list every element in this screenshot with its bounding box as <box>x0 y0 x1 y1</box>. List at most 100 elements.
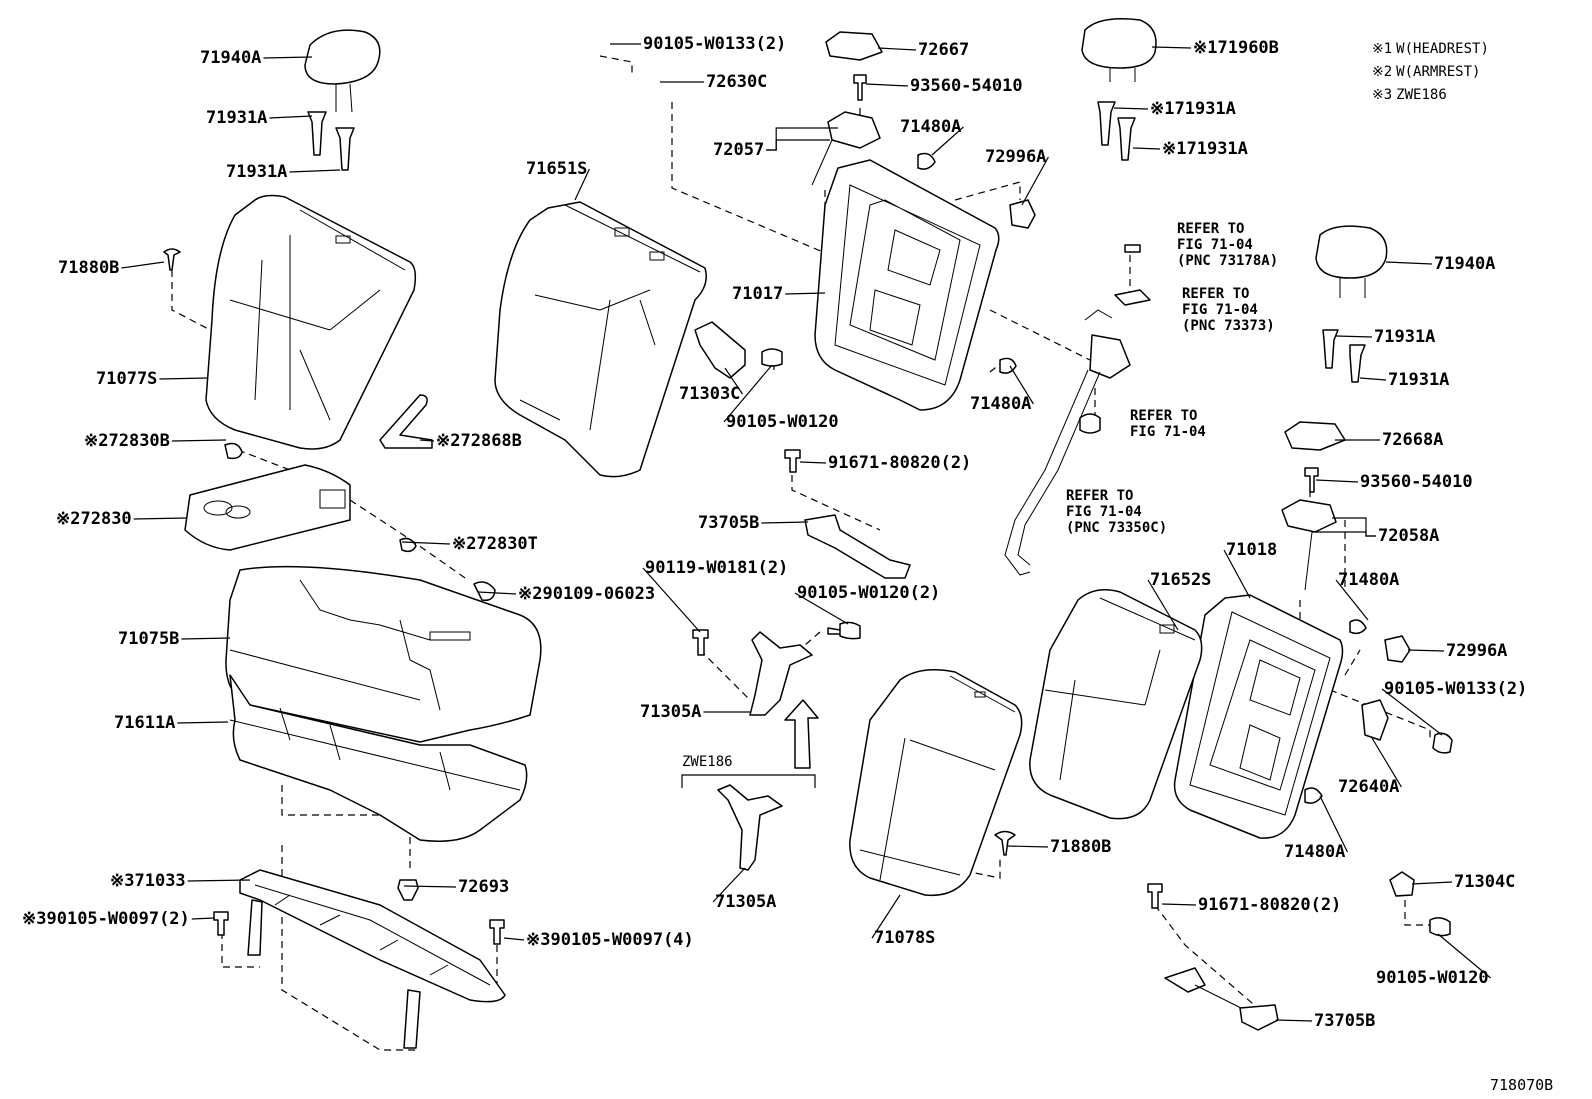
part-label: 71480A <box>1338 570 1399 590</box>
bracket-71305a-upper <box>749 631 813 716</box>
leader-line <box>877 47 917 51</box>
leader-line <box>1151 46 1192 49</box>
bolt-90105-w0120-center <box>827 621 861 640</box>
part-label: 72693 <box>458 877 509 897</box>
leader-line <box>477 591 517 595</box>
armrest-left <box>184 442 496 602</box>
reference-callout: REFER TO FIG 71-04 (PNC 73373) <box>1182 286 1275 334</box>
cover-72996a-upper <box>1009 199 1036 229</box>
hinge-73705b-right <box>1164 967 1279 1031</box>
leader-line <box>1385 261 1433 265</box>
leader-line <box>865 83 909 87</box>
leader-line <box>1335 335 1373 338</box>
leader-line <box>1113 107 1149 110</box>
leader-line <box>401 541 451 545</box>
part-label: 72058A <box>1378 526 1439 546</box>
headrest-guide-71931a-right-upper <box>1097 101 1136 161</box>
part-label: 71480A <box>900 117 961 137</box>
leader-line <box>1161 903 1197 906</box>
leader-line <box>761 521 809 524</box>
part-label: 90105-W0120 <box>1376 968 1489 988</box>
seat-cushion-pad-left <box>229 674 528 842</box>
leader-line <box>1147 579 1179 631</box>
part-label: 90105-W0133(2) <box>643 34 786 54</box>
part-label: 71931A <box>226 162 287 182</box>
part-label: 71303C <box>679 384 740 404</box>
leader-line <box>1132 147 1161 150</box>
part-label: 71651S <box>526 159 587 179</box>
clip-71480a-right-upper <box>1349 619 1367 635</box>
leader-line <box>1275 1019 1313 1022</box>
part-label: 72640A <box>1338 777 1399 797</box>
part-label: 71480A <box>1284 842 1345 862</box>
leader-line <box>799 461 827 464</box>
leader-line <box>503 937 525 941</box>
part-label: 72996A <box>1446 641 1507 661</box>
part-label: 71931A <box>1388 370 1449 390</box>
clip-72693 <box>397 879 419 901</box>
leader-line <box>1332 517 1376 537</box>
leader-line <box>419 439 435 442</box>
leader-line <box>931 126 964 156</box>
leader-line <box>723 364 773 423</box>
part-label: 71017 <box>732 284 783 304</box>
leader-line <box>171 439 227 442</box>
seatback-frame-71018 <box>1173 594 1344 839</box>
part-label: 71077S <box>96 369 157 389</box>
part-label: ※272830T <box>452 534 538 554</box>
leader-line <box>1411 881 1453 885</box>
part-label: 71611A <box>114 713 175 733</box>
headrest-guide-left <box>307 111 355 171</box>
part-labels: 71940A 71931A 71931A 71880B 71077S ※2728… <box>22 34 1527 1031</box>
leader-line <box>159 377 209 380</box>
leader-line <box>269 115 313 119</box>
part-label: ※290109-06023 <box>518 584 655 604</box>
bolt-90105-w0120-right <box>1429 917 1451 937</box>
leader-line <box>794 592 849 625</box>
seatback-pad-right <box>1029 589 1203 820</box>
part-label: 93560-54010 <box>910 76 1023 96</box>
leader-line <box>1223 549 1251 599</box>
bolt-91671-80820-center <box>784 449 801 473</box>
leader-line <box>1319 795 1348 853</box>
leader-lines <box>121 43 1491 1022</box>
part-label: ※371033 <box>110 871 186 891</box>
leader-line <box>1009 365 1034 405</box>
part-label: 91671-80820(2) <box>828 453 971 473</box>
leader-line <box>1007 845 1049 848</box>
part-label: 91671-80820(2) <box>1198 895 1341 915</box>
zwe186-bracket <box>681 774 816 871</box>
part-label: 71018 <box>1226 540 1277 560</box>
part-label: ※390105-W0097(4) <box>526 930 694 950</box>
part-label: 71880B <box>1050 837 1111 857</box>
part-label: 71078S <box>874 928 935 948</box>
leader-line <box>187 879 251 882</box>
part-label: ※272830 <box>56 509 132 529</box>
part-label: 71480A <box>970 394 1031 414</box>
leader-line <box>133 517 187 520</box>
part-label: 71304C <box>1454 872 1515 892</box>
leader-line <box>712 867 746 903</box>
headrest-71960b <box>1081 18 1157 82</box>
part-label: 90105-W0120 <box>726 412 839 432</box>
leader-line <box>1437 933 1491 979</box>
part-label: 71931A <box>206 108 267 128</box>
part-label: ※171931A <box>1150 99 1236 119</box>
part-label: 73705B <box>698 513 759 533</box>
part-label: 72057 <box>713 140 764 160</box>
bracket-71304c <box>1389 871 1415 897</box>
bolt-91671-80820-right <box>1147 883 1163 909</box>
part-label: 72667 <box>918 40 969 60</box>
part-label: 72668A <box>1382 430 1443 450</box>
part-label: ※272868B <box>436 431 522 451</box>
leader-line <box>181 637 231 640</box>
figure-id: 718070B <box>1490 1076 1553 1094</box>
armrest-hinge-left <box>379 394 433 449</box>
leader-line <box>1312 531 1376 537</box>
part-label: 71931A <box>1374 327 1435 347</box>
clip-71880b-right <box>994 830 1016 856</box>
headrest-support-72667 <box>825 31 883 61</box>
part-label: 93560-54010 <box>1360 472 1473 492</box>
